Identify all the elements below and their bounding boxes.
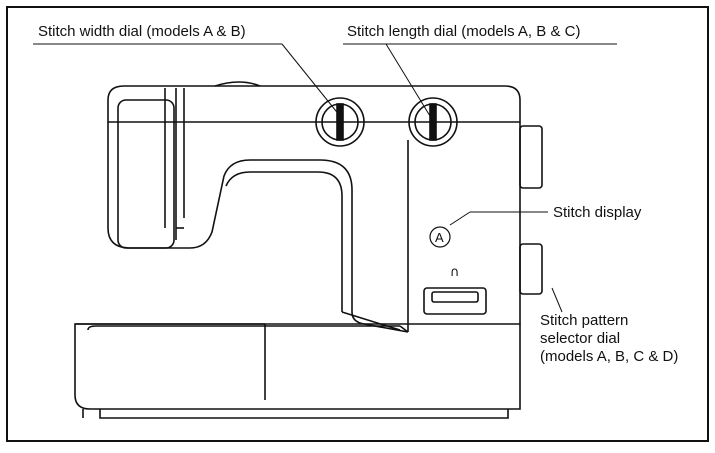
stitch-length-leader — [385, 43, 431, 117]
stitch-width-leader — [281, 43, 341, 117]
stitch-pattern-line-2: selector dial — [540, 330, 621, 347]
stitch-length-label: Stitch length dial (models A, B & C) — [347, 23, 581, 40]
reverse-symbol-icon: ∩ — [450, 265, 460, 280]
machine-body — [107, 81, 543, 333]
diagram-frame — [6, 6, 709, 442]
stitch-display-marker — [429, 226, 451, 248]
stitch-length-dial — [408, 97, 458, 147]
stitch-width-label: Stitch width dial (models A & B) — [38, 23, 246, 40]
stitch-pattern-line-3: (models A, B, C & D) — [540, 348, 679, 365]
stitch-display-marker-letter: A — [435, 230, 444, 245]
stitch-display-leader — [449, 211, 471, 226]
reverse-lever — [423, 287, 487, 315]
stitch-width-dial — [315, 97, 365, 147]
pattern-selector-leader — [551, 287, 563, 313]
machine-base — [74, 323, 521, 419]
stitch-pattern-selector-label: Stitch pattern selector dial (models A, … — [540, 312, 678, 366]
stitch-display-label: Stitch display — [553, 204, 642, 221]
stitch-pattern-line-1: Stitch pattern — [540, 312, 629, 329]
